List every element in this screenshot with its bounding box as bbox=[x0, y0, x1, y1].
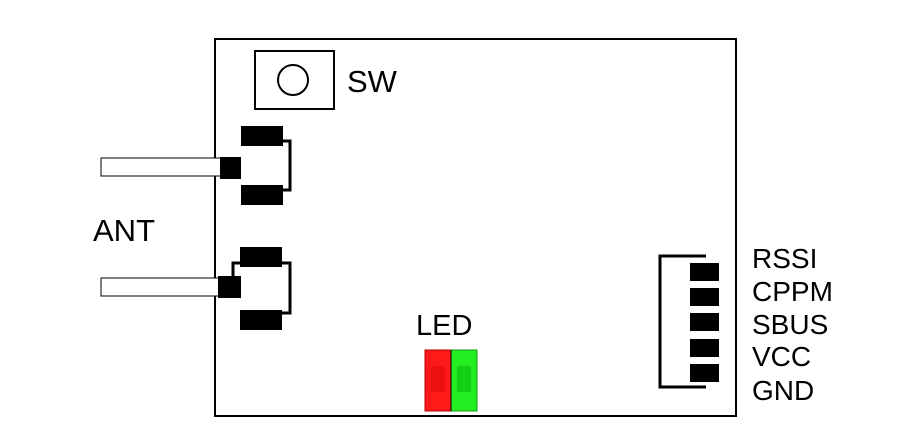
connector-pin-vcc bbox=[690, 339, 719, 357]
antenna-1-bracket bbox=[281, 139, 292, 192]
connector-pin-sbus bbox=[690, 313, 719, 331]
led-band-green bbox=[457, 366, 471, 392]
connector-outline bbox=[658, 254, 706, 389]
antenna-2-pad-top bbox=[240, 247, 282, 267]
led-band-red bbox=[431, 366, 445, 392]
antenna-2-bracket-right bbox=[281, 261, 292, 315]
pin-label-cppm: CPPM bbox=[752, 276, 833, 307]
connector-pin-cppm bbox=[690, 288, 719, 306]
antenna-1-pin bbox=[220, 157, 241, 179]
antenna-label: ANT bbox=[93, 213, 155, 248]
antenna-2 bbox=[100, 247, 292, 330]
antenna-1-wire bbox=[100, 157, 223, 177]
pin-label-gnd: GND bbox=[752, 375, 814, 406]
antenna-1-pad-bottom bbox=[241, 185, 283, 205]
antenna-1-pad-top bbox=[241, 126, 283, 146]
connector-pin-gnd bbox=[690, 364, 719, 382]
antenna-1 bbox=[100, 126, 292, 205]
antenna-2-pin bbox=[218, 276, 241, 298]
pin-label-vcc: VCC bbox=[752, 341, 811, 372]
pin-label-rssi: RSSI bbox=[752, 243, 817, 274]
switch bbox=[254, 50, 335, 110]
antenna-2-bracket-left bbox=[231, 261, 240, 277]
led bbox=[424, 349, 478, 412]
switch-button bbox=[277, 64, 309, 96]
connector-pin-rssi bbox=[690, 263, 719, 281]
pin-label-sbus: SBUS bbox=[752, 309, 828, 340]
led-green bbox=[450, 349, 478, 412]
antenna-2-pad-bottom bbox=[240, 310, 282, 330]
led-red bbox=[424, 349, 452, 412]
switch-label: SW bbox=[347, 64, 398, 99]
led-label: LED bbox=[416, 310, 472, 342]
connector bbox=[658, 254, 719, 389]
antenna-2-wire bbox=[100, 277, 223, 297]
